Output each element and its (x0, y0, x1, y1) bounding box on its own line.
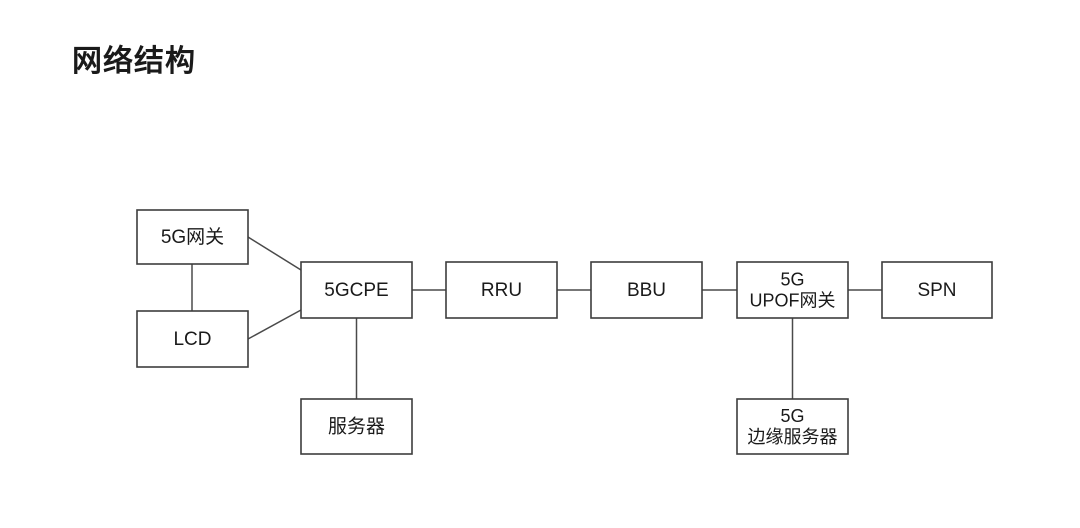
node-server[interactable]: 服务器 (300, 398, 413, 455)
node-label-rru: RRU (481, 280, 522, 301)
node-box-cpe-5g[interactable] (300, 261, 413, 319)
page-title: 网络结构 (72, 45, 196, 78)
node-label-cpe-5g: 5GCPE (324, 280, 388, 301)
node-label-bbu: BBU (627, 280, 666, 301)
node-box-edge-server-5g[interactable] (736, 398, 849, 455)
node-bbu[interactable]: BBU (590, 261, 703, 319)
node-lcd[interactable]: LCD (136, 310, 249, 368)
edge-lcd-cpe (247, 309, 302, 340)
node-box-server[interactable] (300, 398, 413, 455)
node-label-spn: SPN (917, 280, 956, 301)
node-rru[interactable]: RRU (445, 261, 558, 319)
node-box-spn[interactable] (881, 261, 993, 319)
node-label-gateway-5g: 5G网关 (161, 226, 224, 248)
node-spn[interactable]: SPN (881, 261, 993, 319)
node-cpe-5g[interactable]: 5GCPE (300, 261, 413, 319)
node-box-bbu[interactable] (590, 261, 703, 319)
node-gateway-5g[interactable]: 5G网关 (136, 209, 249, 265)
node-box-rru[interactable] (445, 261, 558, 319)
node-box-upof-gateway-5g[interactable] (736, 261, 849, 319)
node-box-lcd[interactable] (136, 310, 249, 368)
node-label-lcd: LCD (173, 329, 211, 350)
edge-gateway-cpe (247, 236, 302, 271)
node-label-server: 服务器 (328, 416, 385, 438)
node-box-gateway-5g[interactable] (136, 209, 249, 265)
edge-layer (191, 236, 882, 399)
